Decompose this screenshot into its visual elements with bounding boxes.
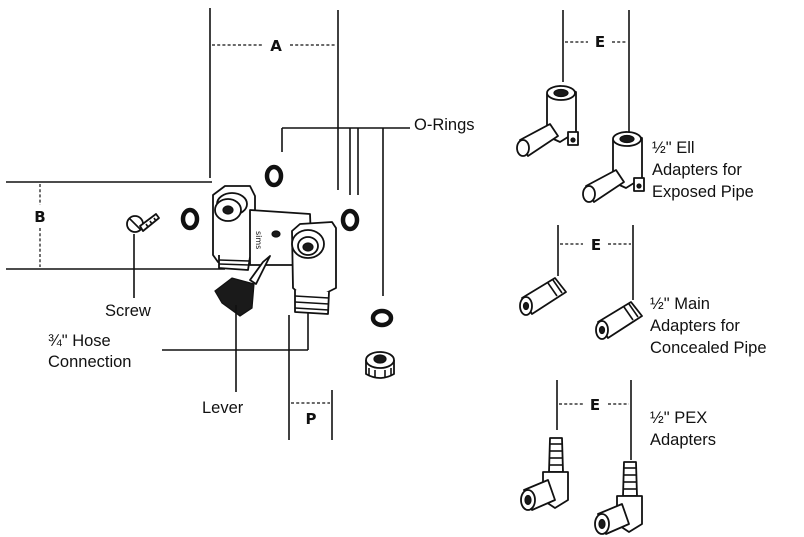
dimension-a-label: A: [270, 37, 282, 55]
dimension-e-label: E: [590, 396, 600, 414]
ell-label-line1: ½" Ell: [652, 139, 695, 157]
main-label-line1: ½" Main: [650, 295, 710, 313]
o-ring-icon: [370, 308, 394, 328]
lever: [214, 255, 271, 392]
o-ring-icon: [180, 207, 200, 231]
ell-adapter-icon: [516, 85, 579, 157]
dimension-p-label: P: [306, 410, 317, 428]
hose-cap: [365, 351, 395, 379]
pex-adapter-icon: [594, 461, 643, 535]
screw-icon: [126, 213, 160, 298]
main-label-line2: Adapters for: [650, 317, 740, 335]
svg-text:sims: sims: [254, 231, 263, 249]
pex-label-line1: ½" PEX: [650, 409, 707, 427]
dual-valve-body: sims: [212, 185, 337, 315]
o-ring-icon: [264, 164, 284, 188]
main-adapter-icon: [519, 277, 567, 316]
pex-adapter-icon: [520, 437, 569, 511]
hose-connection-label-line2: Connection: [48, 353, 131, 371]
o-rings-leaders: [281, 127, 410, 296]
dimension-e-main: E: [557, 225, 634, 300]
main-adapter-icon: [595, 301, 643, 340]
dimension-p: P: [288, 315, 333, 440]
pex-label-line2: Adapters: [650, 431, 716, 449]
main-label-line3: Concealed Pipe: [650, 339, 767, 357]
lever-label: Lever: [202, 399, 244, 417]
screw-label: Screw: [105, 302, 151, 320]
hose-connection-label-line1: ¾" Hose: [48, 332, 111, 350]
ell-label-line3: Exposed Pipe: [652, 183, 754, 201]
dimension-b-label: B: [34, 208, 45, 226]
ell-adapter-icon: [582, 131, 645, 203]
dimension-e-ell: E: [562, 10, 630, 135]
dimension-e-label: E: [595, 33, 605, 51]
dimension-b: B: [6, 181, 225, 270]
dimension-a: A: [209, 8, 339, 190]
o-rings-label: O-Rings: [414, 116, 475, 134]
dimension-e-pex: E: [556, 380, 632, 460]
ell-label-line2: Adapters for: [652, 161, 742, 179]
dimension-e-label: E: [591, 236, 601, 254]
o-ring-icon: [340, 208, 360, 232]
